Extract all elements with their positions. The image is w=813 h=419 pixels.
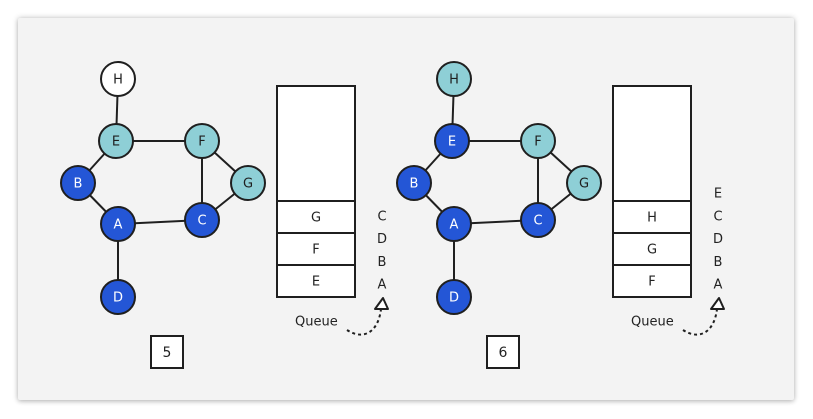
step-label: 6 [499,345,508,361]
queue-cell-label: F [648,275,655,290]
node-f: F [520,123,556,159]
node-label: H [113,73,123,88]
node-circle [98,123,134,159]
node-circle [184,123,220,159]
node-h: H [436,61,472,97]
node-circle [566,165,602,201]
node-label: C [533,214,542,229]
node-label: H [449,73,459,88]
node-d: D [100,279,136,315]
visited-letter: A [378,278,387,293]
node-circle [100,206,136,242]
node-b: B [60,165,96,201]
node-label: E [448,135,456,150]
step-number: 6 [486,335,520,369]
node-circle [184,202,220,238]
node-label: D [113,291,123,306]
queue-cell [276,264,356,298]
queue-arrow-head-icon [710,297,725,310]
node-a: A [436,206,472,242]
queue-label: Queue [295,315,338,330]
node-label: A [450,218,459,233]
node-label: C [197,214,206,229]
node-circle [520,123,556,159]
queue-cell [612,232,692,266]
visited-letter: D [713,232,723,247]
node-g: G [230,165,266,201]
queue-cell-label: F [312,243,319,258]
queue-arrow-head-icon [374,297,389,310]
node-h: H [100,61,136,97]
node-label: B [74,177,83,192]
visited-letter: B [714,255,723,270]
node-d: D [436,279,472,315]
node-label: E [112,135,120,150]
queue-cell-label: H [647,211,657,226]
step-number: 5 [150,335,184,369]
queue-cell [612,264,692,298]
queue-arrow-curve [682,308,718,336]
queue: G F E [276,85,356,298]
node-a: A [100,206,136,242]
node-circle [436,206,472,242]
visited-letter: D [377,232,387,247]
queue-cell [276,232,356,266]
step-label: 5 [163,345,172,361]
node-e: E [98,123,134,159]
visited-letter: B [378,255,387,270]
node-circle [396,165,432,201]
node-e: E [434,123,470,159]
node-label: F [198,135,205,150]
queue-label: Queue [631,315,674,330]
step-box [486,335,520,369]
node-circle [436,279,472,315]
queue-cell-label: G [311,211,321,226]
queue-cell-label: E [312,275,320,290]
visited-letter: C [713,209,722,224]
visited-letter: A [714,278,723,293]
node-circle [100,61,136,97]
node-label: G [579,177,589,192]
node-label: D [449,291,459,306]
node-label: F [534,135,541,150]
node-label: A [114,218,123,233]
node-f: F [184,123,220,159]
queue: H G F [612,85,692,298]
node-b: B [396,165,432,201]
node-c: C [184,202,220,238]
node-circle [436,61,472,97]
node-circle [100,279,136,315]
visited-letter: E [714,187,722,202]
node-g: G [566,165,602,201]
queue-cell [612,200,692,234]
node-circle [60,165,96,201]
node-label: B [410,177,419,192]
step-box [150,335,184,369]
node-label: G [243,177,253,192]
queue-arrow-curve [346,308,382,336]
visited-letter: C [377,209,386,224]
node-circle [230,165,266,201]
node-circle [434,123,470,159]
node-circle [520,202,556,238]
queue-cell-label: G [647,243,657,258]
node-c: C [520,202,556,238]
